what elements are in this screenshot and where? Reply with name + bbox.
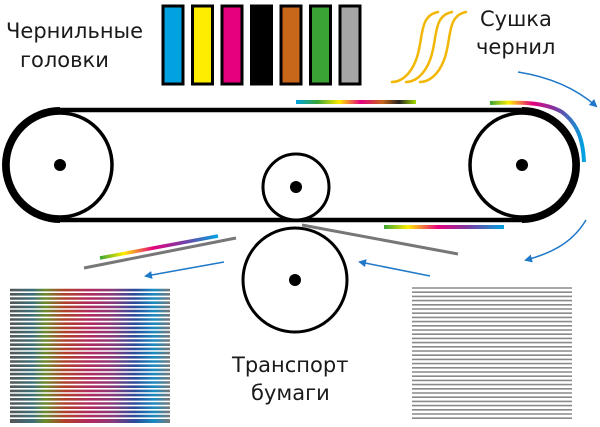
paper-arrow-left	[144, 261, 225, 279]
drying-label-line2: чернил	[476, 35, 555, 59]
paper-transport-label-line2: бумаги	[251, 381, 330, 405]
paper-path-left	[83, 236, 237, 270]
ink-image-on-belt	[296, 100, 416, 104]
print-heads-label: Чернильные головки	[6, 19, 150, 72]
print-heads-label-line1: Чернильные	[6, 19, 143, 43]
print-heads-label-line2: головки	[20, 48, 109, 72]
paper-arrow-right	[358, 259, 431, 277]
transfer-belt	[2, 107, 580, 223]
print-head-green	[309, 4, 332, 86]
print-head-yellow	[191, 4, 214, 86]
ink-image-bottom-belt	[384, 225, 504, 229]
print-head-gray	[338, 4, 362, 86]
paper-transport-label: Транспорт бумаги	[231, 353, 355, 405]
paper-path-right	[301, 223, 459, 256]
printed-paper-stack	[10, 287, 170, 423]
print-head-magenta	[220, 4, 244, 86]
pressure-roller-axis	[289, 274, 301, 286]
drying-label-line1: Сушка	[480, 7, 552, 31]
print-heads	[161, 4, 362, 86]
print-head-black	[250, 4, 273, 86]
middle-roller-axis	[290, 181, 302, 193]
direction-arrow-top-right	[517, 71, 598, 108]
print-head-cyan	[161, 4, 185, 86]
direction-arrow-bottom-right	[524, 219, 587, 263]
right-roller-axis	[516, 159, 528, 171]
drying-label: Сушка чернил	[476, 7, 559, 59]
ink-image-curving	[489, 100, 586, 163]
blank-paper-stack	[412, 287, 572, 420]
left-roller-axis	[54, 159, 66, 171]
printed-ink-left	[99, 234, 219, 260]
paper-transport-label-line1: Транспорт	[231, 353, 348, 377]
print-head-orange	[279, 4, 303, 86]
heat-icon	[390, 10, 468, 84]
